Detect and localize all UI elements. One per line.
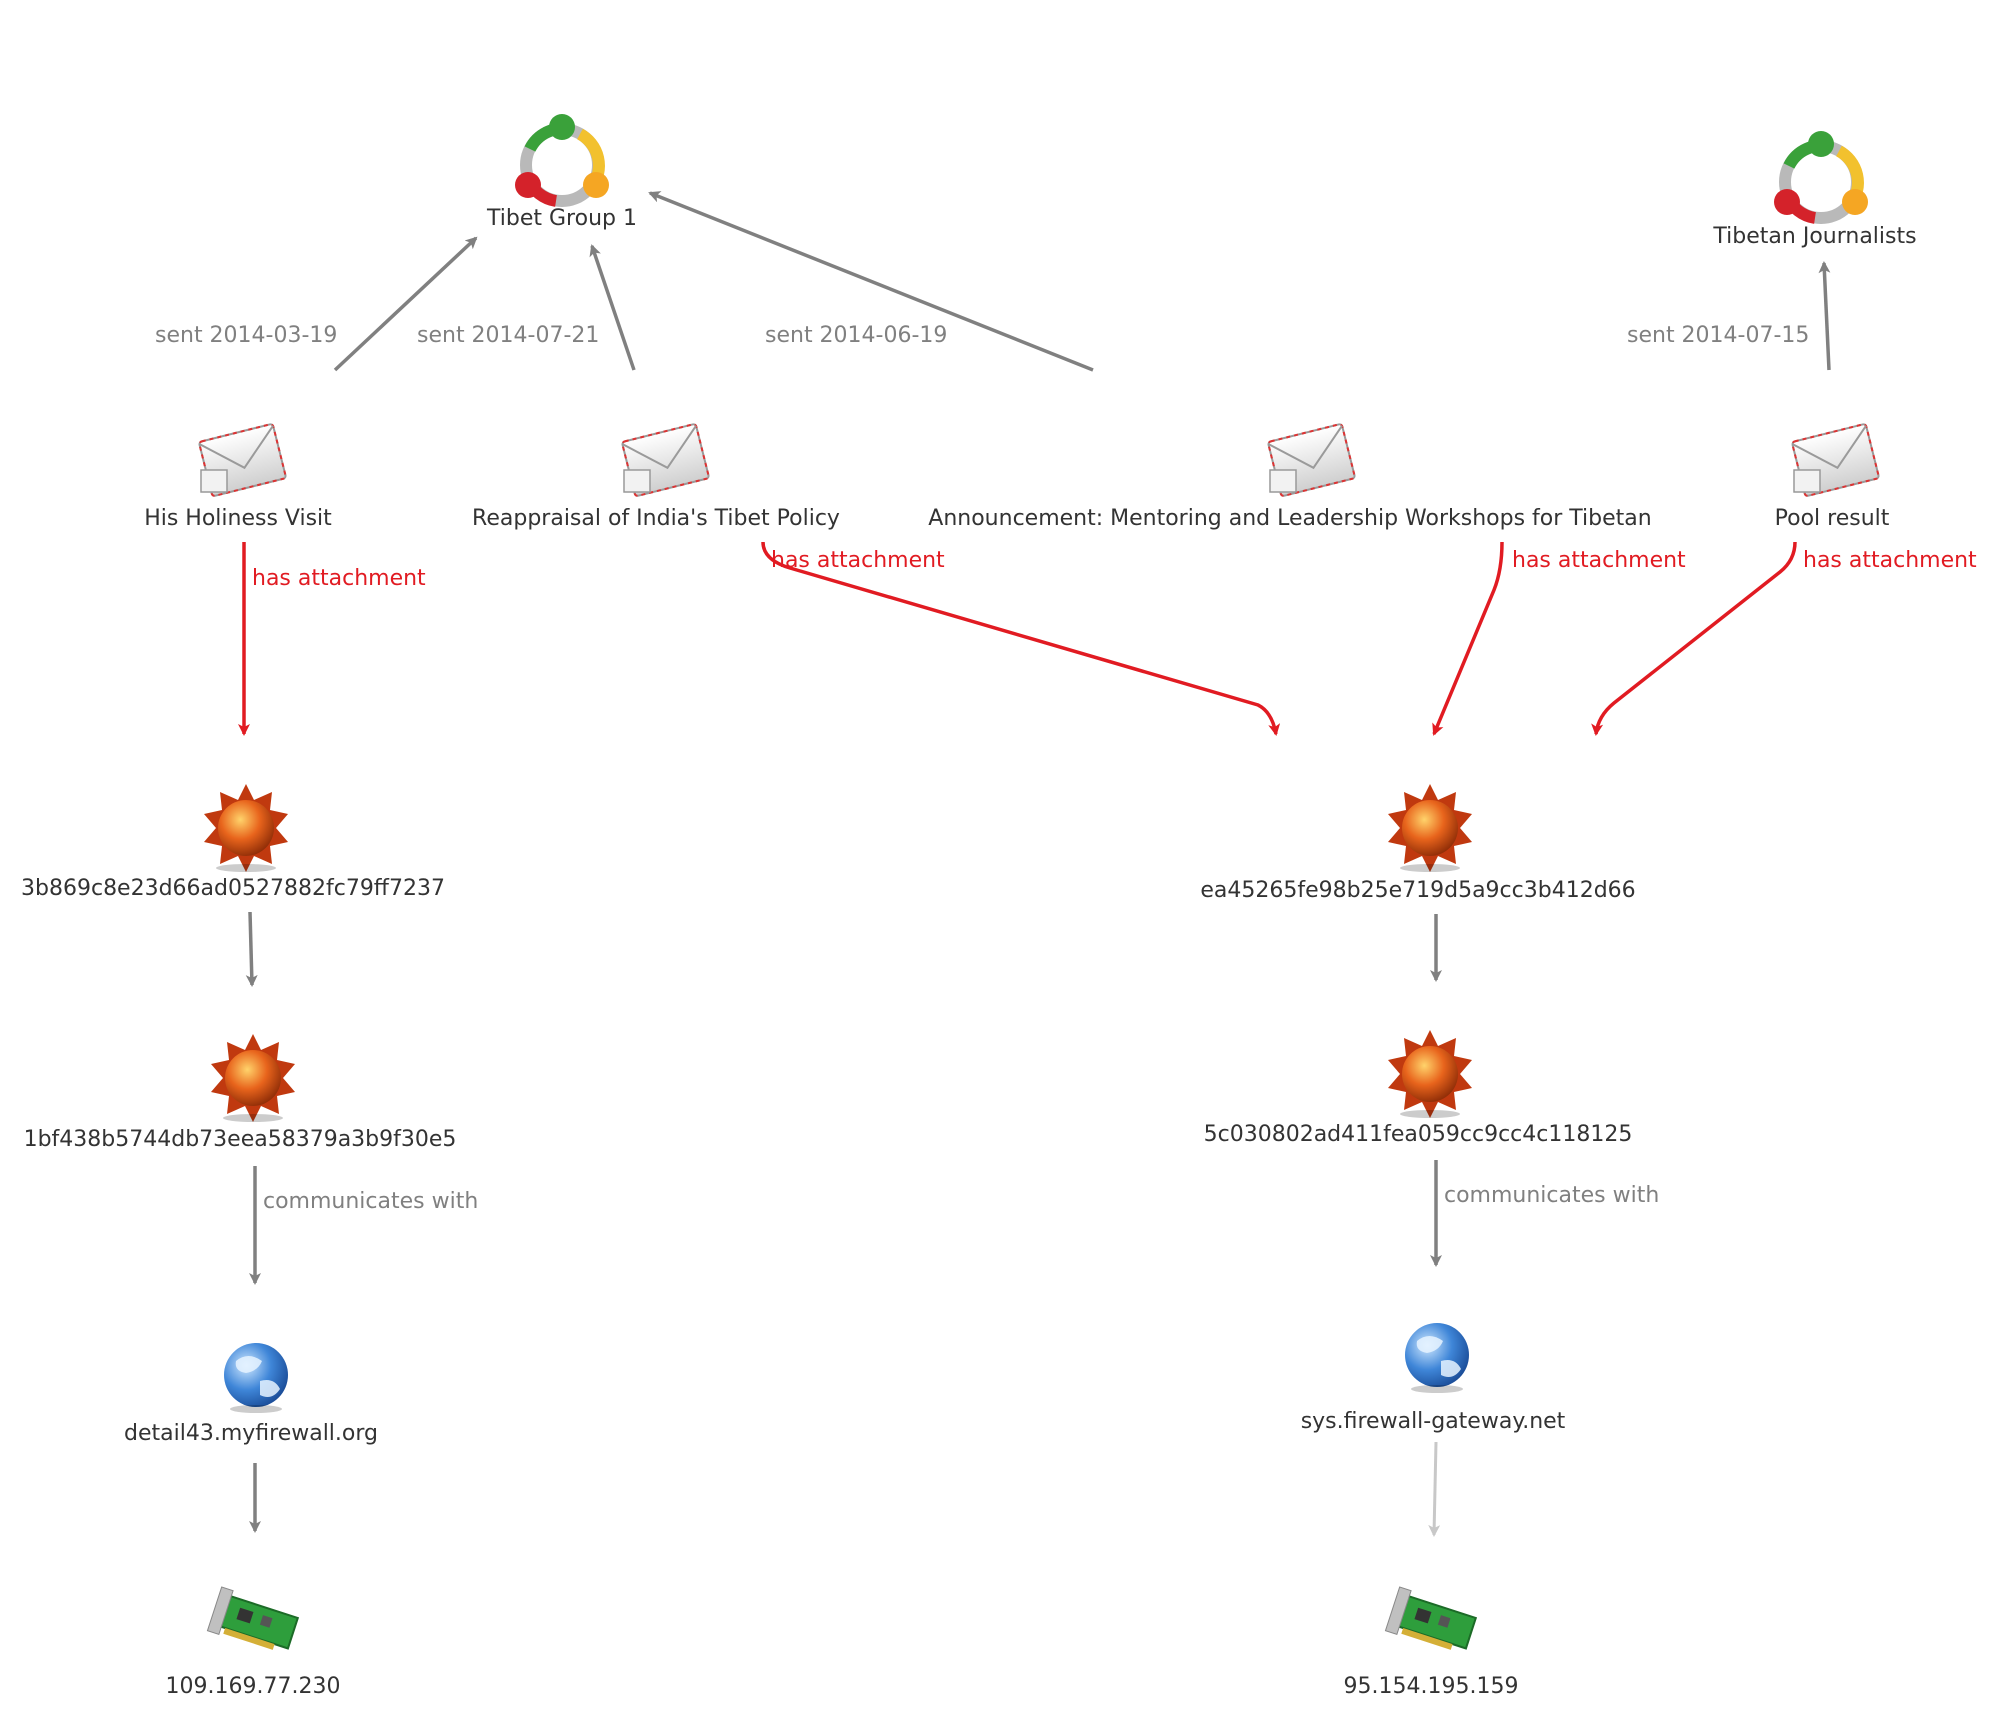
email-icon bbox=[621, 423, 710, 497]
edge-attach-3 bbox=[1432, 541, 1504, 736]
node-domain-detail43[interactable]: detail43.myfirewall.org bbox=[124, 1343, 378, 1446]
edge-label-comm-2: communicates with bbox=[1444, 1183, 1659, 1208]
edge-left-malware-chain bbox=[245, 911, 258, 987]
node-domain-sysfw[interactable]: sys.firewall-gateway.net bbox=[1301, 1323, 1566, 1434]
edge-sent-4 bbox=[1818, 261, 1831, 371]
node-label: His Holiness Visit bbox=[144, 506, 332, 531]
edge-label-sent-2: sent 2014-07-21 bbox=[417, 323, 599, 348]
email-icon bbox=[1791, 423, 1880, 497]
node-label: sys.firewall-gateway.net bbox=[1301, 1409, 1566, 1434]
edge-label-comm-1: communicates with bbox=[263, 1189, 478, 1214]
malware-icon bbox=[211, 1034, 295, 1122]
edge-label-sent-1: sent 2014-03-19 bbox=[155, 323, 337, 348]
malware-icon bbox=[1388, 784, 1472, 872]
node-malware-3b869[interactable]: 3b869c8e23d66ad0527882fc79ff7237 bbox=[21, 784, 445, 901]
node-label: 109.169.77.230 bbox=[166, 1674, 341, 1699]
node-label: detail43.myfirewall.org bbox=[124, 1421, 378, 1446]
edge-sent-1 bbox=[333, 236, 478, 372]
edge-label-attach-2: has attachment bbox=[771, 548, 945, 573]
node-label: Pool result bbox=[1775, 506, 1890, 531]
group-icon bbox=[515, 114, 609, 207]
node-label: 3b869c8e23d66ad0527882fc79ff7237 bbox=[21, 876, 445, 901]
node-label: 1bf438b5744db73eea58379a3b9f30e5 bbox=[24, 1127, 457, 1152]
edge-label-sent-3: sent 2014-06-19 bbox=[765, 323, 947, 348]
malware-icon bbox=[1388, 1030, 1472, 1118]
node-label: 95.154.195.159 bbox=[1344, 1674, 1519, 1699]
edge-label-attach-1: has attachment bbox=[252, 566, 426, 591]
edge-attach-4 bbox=[1591, 541, 1797, 736]
globe-icon bbox=[224, 1343, 288, 1413]
node-label: Announcement: Mentoring and Leadership W… bbox=[928, 506, 1651, 531]
node-label: Tibet Group 1 bbox=[486, 206, 637, 231]
edge-attach-2 bbox=[761, 541, 1281, 736]
node-ip-95[interactable]: 95.154.195.159 bbox=[1344, 1586, 1519, 1699]
group-icon bbox=[1774, 131, 1868, 224]
network-card-icon bbox=[1384, 1586, 1478, 1650]
edge-label-attach-4: has attachment bbox=[1803, 548, 1977, 573]
node-label: 5c030802ad411fea059cc9cc4c118125 bbox=[1204, 1122, 1633, 1147]
node-malware-ea452[interactable]: ea45265fe98b25e719d5a9cc3b412d66 bbox=[1200, 784, 1636, 903]
edge-sent-2 bbox=[589, 244, 636, 371]
malware-icon bbox=[204, 784, 288, 872]
globe-icon bbox=[1405, 1323, 1469, 1393]
node-malware-1bf43[interactable]: 1bf438b5744db73eea58379a3b9f30e5 bbox=[24, 1034, 457, 1152]
node-tibetan-journalists[interactable]: Tibetan Journalists bbox=[1712, 131, 1917, 249]
node-email-pool-result[interactable]: Pool result bbox=[1775, 423, 1890, 531]
email-icon bbox=[198, 423, 287, 497]
node-label: Tibetan Journalists bbox=[1712, 224, 1916, 249]
edge-label-attach-3: has attachment bbox=[1512, 548, 1686, 573]
edge-label-sent-4: sent 2014-07-15 bbox=[1627, 323, 1809, 348]
node-malware-5c030[interactable]: 5c030802ad411fea059cc9cc4c118125 bbox=[1204, 1030, 1633, 1147]
network-card-icon bbox=[206, 1586, 300, 1650]
node-ip-109[interactable]: 109.169.77.230 bbox=[166, 1586, 341, 1699]
node-email-reappraisal[interactable]: Reappraisal of India's Tibet Policy bbox=[472, 423, 840, 531]
node-email-his-holiness[interactable]: His Holiness Visit bbox=[144, 423, 332, 531]
edge-sent-3 bbox=[648, 191, 1094, 372]
node-label: Reappraisal of India's Tibet Policy bbox=[472, 506, 840, 531]
node-label: ea45265fe98b25e719d5a9cc3b412d66 bbox=[1200, 878, 1635, 903]
edge-right-domain-ip bbox=[1428, 1441, 1441, 1537]
node-email-announcement[interactable]: Announcement: Mentoring and Leadership W… bbox=[928, 423, 1652, 531]
node-tibet-group-1[interactable]: Tibet Group 1 bbox=[486, 114, 637, 231]
email-icon bbox=[1267, 423, 1356, 497]
